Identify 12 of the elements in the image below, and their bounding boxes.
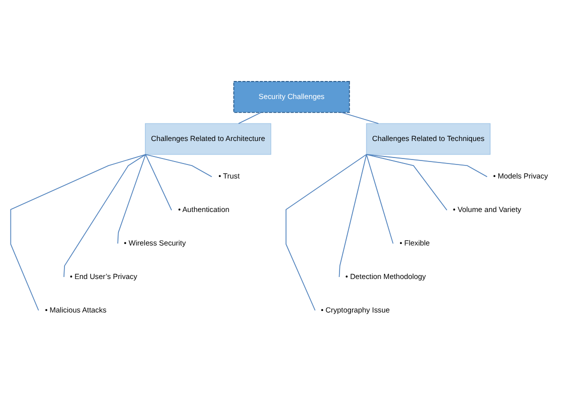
- connector: [238, 112, 262, 124]
- connector: [117, 154, 146, 244]
- connector: [64, 154, 146, 278]
- connector: [366, 154, 394, 244]
- connector: [366, 154, 488, 178]
- connector: [10, 154, 146, 311]
- connector: [338, 154, 367, 278]
- connector: [366, 154, 448, 211]
- connector: [145, 154, 172, 211]
- connector: [286, 154, 367, 311]
- connector: [145, 154, 212, 178]
- connector: [340, 112, 379, 124]
